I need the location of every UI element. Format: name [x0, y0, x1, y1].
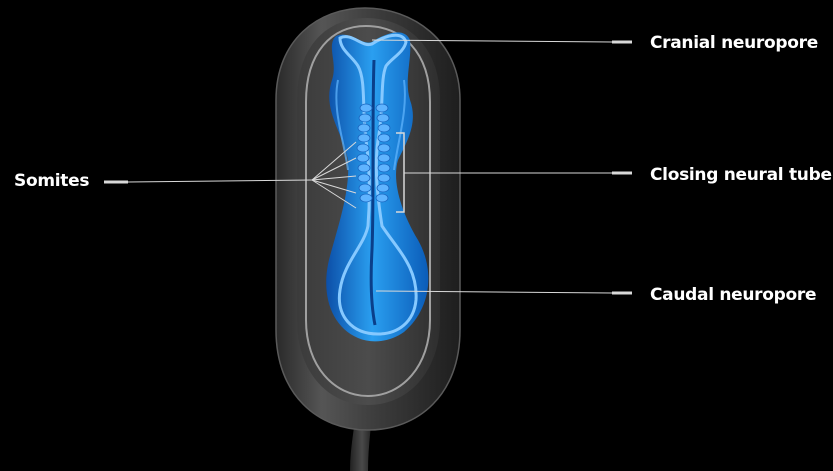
label-closing-neural-tube: Closing neural tube [650, 165, 832, 185]
label-caudal-neuropore: Caudal neuropore [650, 285, 816, 305]
label-cranial-neuropore: Cranial neuropore [650, 33, 818, 53]
label-somites: Somites [14, 171, 89, 191]
